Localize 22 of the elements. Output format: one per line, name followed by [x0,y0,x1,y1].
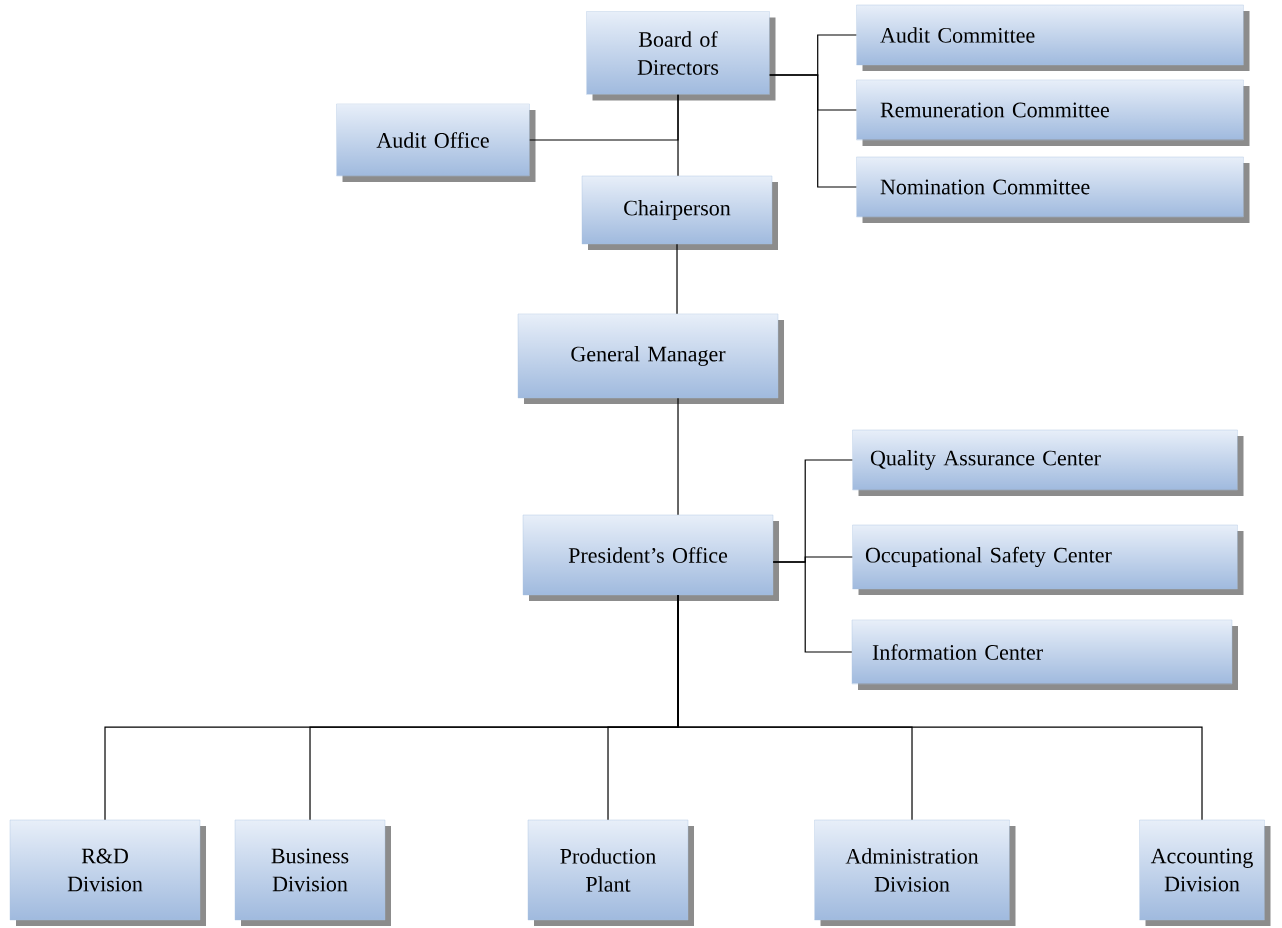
org-box: Information Center [851,619,1238,690]
connector-line [677,94,679,177]
connector-line [677,397,679,516]
connector-line [676,243,678,315]
org-box: Remuneration Committee [856,79,1250,146]
org-box: Business Division [234,819,391,926]
connector-line [772,561,853,653]
org-box: Accounting Division [1139,819,1271,926]
org-box: Nomination Committee [856,156,1250,223]
org-box: Board of Directors [586,11,776,101]
connector-line [677,594,1203,821]
connector-line [769,74,857,188]
org-box: Administration Division [814,819,1016,926]
org-box: Audit Office [336,103,536,182]
org-box: Audit Committee [856,4,1250,71]
org-box: Chairperson [581,175,778,250]
org-box: R&D Division [9,819,206,926]
org-box: General Manager [517,313,784,404]
org-box: Quality Assurance Center [852,429,1244,496]
org-box: President’s Office [522,514,779,601]
org-box: Production Plant [527,819,694,926]
org-box: Occupational Safety Center [852,524,1244,595]
